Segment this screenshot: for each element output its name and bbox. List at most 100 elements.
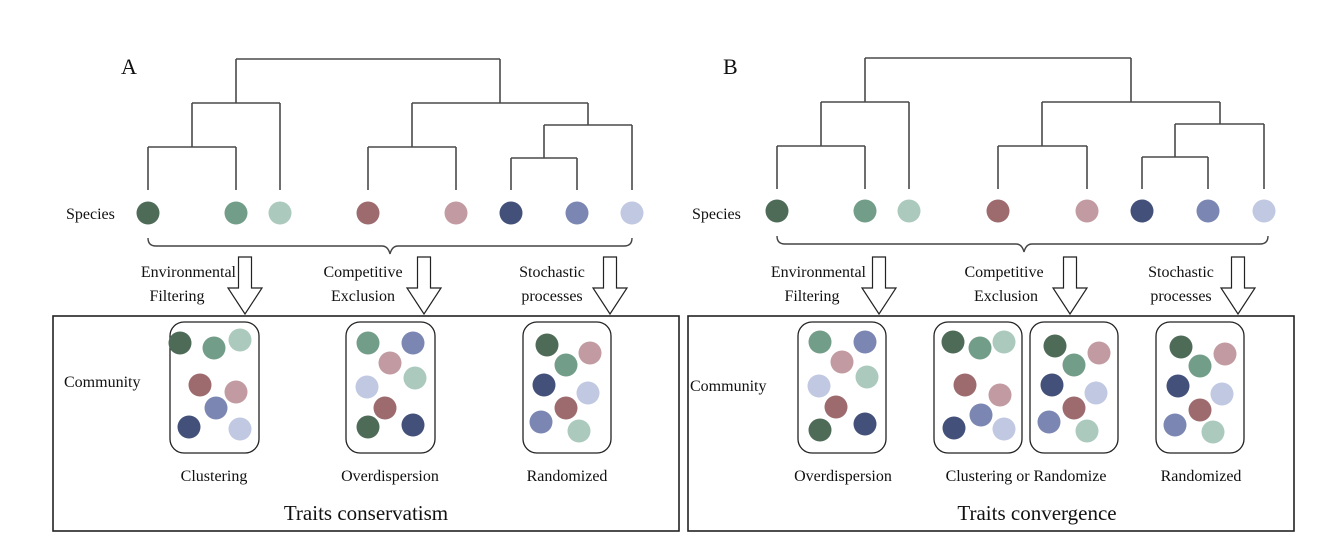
community-species-mid-green bbox=[1188, 354, 1212, 378]
outcome-label: Overdispersion bbox=[341, 468, 439, 485]
process-label-line2: processes bbox=[521, 288, 582, 305]
community-species-light-blue bbox=[355, 375, 379, 399]
community-panel-box bbox=[687, 315, 1295, 532]
process-label-line2: Exclusion bbox=[974, 288, 1038, 305]
community-clustering bbox=[933, 321, 1023, 454]
species-label: Species bbox=[66, 206, 115, 223]
process-label-line2: processes bbox=[1150, 288, 1211, 305]
community-clustering bbox=[168, 321, 260, 454]
process-label-line1: Environmental bbox=[771, 264, 867, 281]
community-species-dark-blue bbox=[1040, 373, 1064, 397]
community-species-dark-green bbox=[941, 330, 965, 354]
process-label-line1: Environmental bbox=[141, 264, 237, 281]
community-box bbox=[1029, 321, 1119, 454]
community-species-light-blue bbox=[228, 417, 252, 441]
community-species-dark-blue bbox=[942, 416, 966, 440]
species-mid-blue bbox=[565, 201, 589, 225]
outcome-label: Clustering or Randomize bbox=[946, 468, 1107, 485]
species-dark-red bbox=[356, 201, 380, 225]
community-box bbox=[797, 321, 887, 454]
community-species-dark-green bbox=[535, 333, 559, 357]
down-arrow-icon bbox=[1051, 256, 1089, 316]
community-species-light-blue bbox=[992, 417, 1016, 441]
community-species-mid-green bbox=[202, 336, 226, 360]
community-box bbox=[345, 321, 436, 454]
community-species-dark-red bbox=[824, 395, 848, 419]
communities bbox=[168, 321, 612, 454]
species-mid-blue bbox=[1196, 199, 1220, 223]
community-species-dark-green bbox=[1043, 334, 1067, 358]
species-dark-blue bbox=[499, 201, 523, 225]
community-species-dark-blue bbox=[177, 415, 201, 439]
process-labels: Environmental Filtering Competitive Excl… bbox=[141, 264, 585, 305]
community-species-light-red bbox=[988, 383, 1012, 407]
community-species-light-green bbox=[1075, 419, 1099, 443]
phylogenetic-tree bbox=[147, 58, 633, 190]
community-species-mid-green bbox=[968, 336, 992, 360]
species-mid-green bbox=[853, 199, 877, 223]
species-brace bbox=[776, 235, 1269, 253]
panel-footer: Traits convergence bbox=[957, 501, 1116, 525]
community-species-dark-red bbox=[1188, 398, 1212, 422]
community-randomized bbox=[1155, 321, 1245, 454]
community-species-light-red bbox=[224, 380, 248, 404]
community-panel-box bbox=[52, 315, 680, 532]
community-species-mid-blue bbox=[853, 330, 877, 354]
community-species-mid-blue bbox=[401, 331, 425, 355]
outcome-label: Randomized bbox=[1161, 468, 1242, 485]
community-randomized bbox=[1029, 321, 1119, 454]
down-arrow-icon bbox=[405, 256, 443, 316]
community-label: Community bbox=[690, 378, 766, 395]
species-light-blue bbox=[620, 201, 644, 225]
community-box bbox=[933, 321, 1023, 454]
species-dark-green bbox=[136, 201, 160, 225]
community-species-mid-blue bbox=[1163, 413, 1187, 437]
panel-a: A Species Environmental Filtering Compet… bbox=[52, 54, 680, 532]
process-label-line1: Competitive bbox=[323, 264, 402, 281]
outcome-label: Randomized bbox=[527, 468, 608, 485]
community-species-light-blue bbox=[1084, 381, 1108, 405]
community-species-mid-blue bbox=[969, 403, 993, 427]
species-row bbox=[765, 199, 1276, 223]
species-light-green bbox=[897, 199, 921, 223]
community-species-mid-blue bbox=[1037, 410, 1061, 434]
species-mid-green bbox=[224, 201, 248, 225]
phylogenetic-tree bbox=[776, 57, 1265, 189]
down-arrow-icon bbox=[226, 256, 264, 316]
process-arrows bbox=[860, 256, 1257, 316]
down-arrow-icon bbox=[591, 256, 629, 316]
community-species-dark-red bbox=[188, 373, 212, 397]
community-box bbox=[169, 321, 260, 454]
community-species-mid-blue bbox=[204, 396, 228, 420]
down-arrow-icon bbox=[860, 256, 898, 316]
process-label-line1: Stochastic bbox=[1148, 264, 1214, 281]
process-arrows bbox=[226, 256, 629, 316]
process-label-line1: Stochastic bbox=[519, 264, 585, 281]
community-species-light-green bbox=[567, 419, 591, 443]
community-species-light-red bbox=[830, 350, 854, 374]
species-label: Species bbox=[692, 206, 741, 223]
outcome-label: Overdispersion bbox=[794, 468, 892, 485]
process-label-line2: Filtering bbox=[149, 288, 204, 305]
community-species-light-green bbox=[855, 365, 879, 389]
community-species-light-green bbox=[1201, 420, 1225, 444]
community-species-light-red bbox=[378, 351, 402, 375]
species-brace bbox=[147, 237, 633, 255]
species-dark-red bbox=[986, 199, 1010, 223]
communities bbox=[797, 321, 1245, 454]
species-light-blue bbox=[1252, 199, 1276, 223]
process-label-line1: Competitive bbox=[964, 264, 1043, 281]
community-species-dark-red bbox=[554, 396, 578, 420]
process-labels: Environmental Filtering Competitive Excl… bbox=[771, 264, 1214, 305]
species-dark-blue bbox=[1130, 199, 1154, 223]
community-species-dark-blue bbox=[532, 373, 556, 397]
community-box bbox=[1155, 321, 1245, 454]
community-randomized bbox=[522, 321, 612, 454]
community-species-dark-green bbox=[1169, 335, 1193, 359]
community-species-dark-blue bbox=[853, 412, 877, 436]
community-label: Community bbox=[64, 374, 140, 391]
community-box bbox=[522, 321, 612, 454]
community-overdispersion bbox=[797, 321, 887, 454]
down-arrow-icon bbox=[1219, 256, 1257, 316]
species-light-red bbox=[444, 201, 468, 225]
